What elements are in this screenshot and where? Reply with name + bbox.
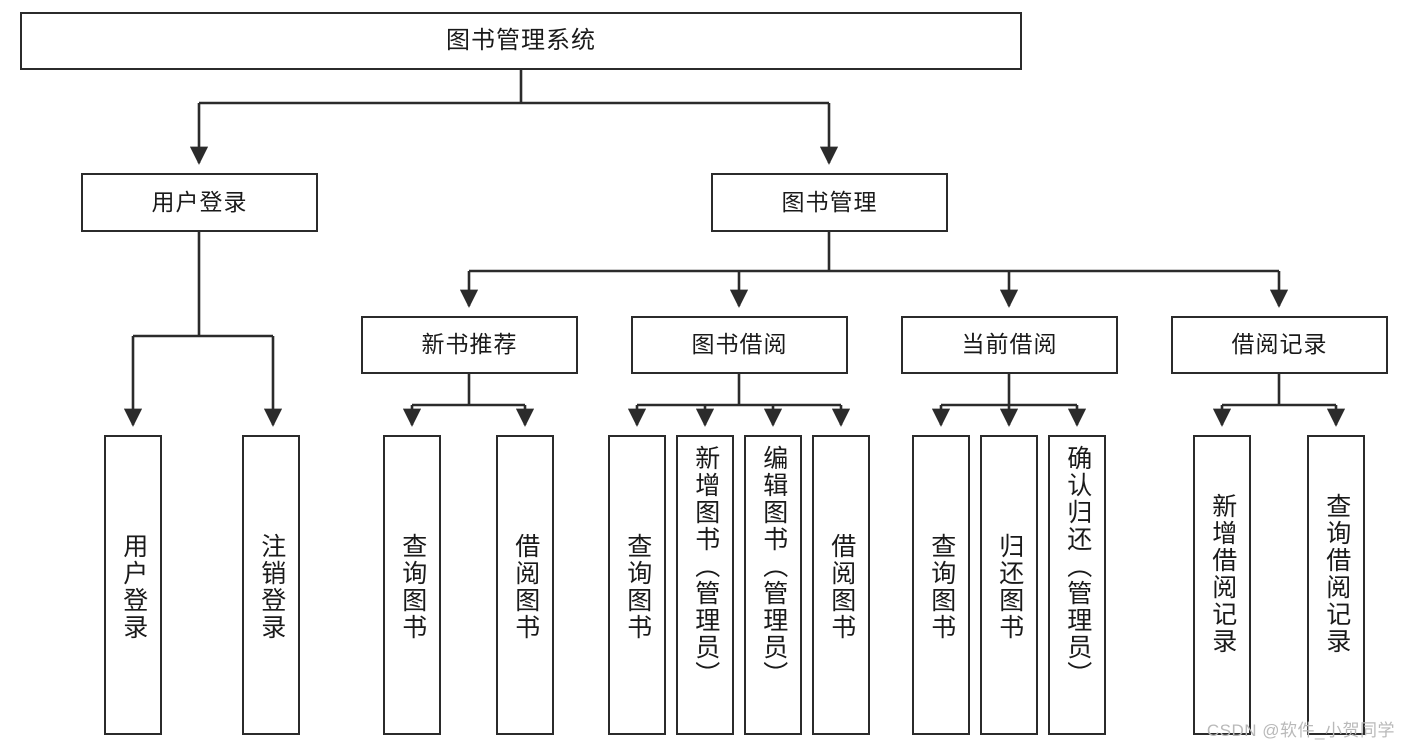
node-label: 编辑图书（管理员） [759,445,788,688]
leaf-query-book-current[interactable]: 查询图书 [912,435,970,735]
leaf-confirm-return-admin[interactable]: 确认归还（管理员） [1048,435,1106,735]
node-label: 新书推荐 [421,331,518,358]
node-label: 借阅记录 [1231,331,1328,358]
node-current-borrow[interactable]: 当前借阅 [901,316,1118,374]
leaf-query-book-recommend[interactable]: 查询图书 [383,435,441,735]
node-label: 查询图书 [623,533,652,641]
node-label: 图书借阅 [691,331,788,358]
leaf-add-borrow-record[interactable]: 新增借阅记录 [1193,435,1251,735]
node-label: 新增借阅记录 [1208,493,1237,655]
node-user-login[interactable]: 用户登录 [81,173,318,232]
node-label: 用户登录 [119,533,148,641]
node-label: 查询借阅记录 [1322,493,1351,655]
leaf-query-book-borrow[interactable]: 查询图书 [608,435,666,735]
leaf-add-book-admin[interactable]: 新增图书（管理员） [676,435,734,735]
node-label: 查询图书 [398,533,427,641]
node-label: 新增图书（管理员） [691,445,720,688]
node-new-book-recommend[interactable]: 新书推荐 [361,316,578,374]
leaf-logout[interactable]: 注销登录 [242,435,300,735]
leaf-query-borrow-record[interactable]: 查询借阅记录 [1307,435,1365,735]
node-label: 用户登录 [151,188,248,215]
node-book-management[interactable]: 图书管理 [711,173,948,232]
node-label: 图书管理系统 [446,26,596,54]
node-label: 注销登录 [257,533,286,641]
csdn-watermark: CSDN @软件_小贺同学 [1206,721,1395,740]
node-root-book-management-system[interactable]: 图书管理系统 [20,12,1022,70]
node-label: 借阅图书 [511,533,540,641]
node-borrow-record[interactable]: 借阅记录 [1171,316,1388,374]
leaf-borrow-book-recommend[interactable]: 借阅图书 [496,435,554,735]
leaf-return-book[interactable]: 归还图书 [980,435,1038,735]
leaf-user-login[interactable]: 用户登录 [104,435,162,735]
node-label: 归还图书 [995,533,1024,641]
node-book-borrow[interactable]: 图书借阅 [631,316,848,374]
node-label: 图书管理 [781,188,878,215]
node-label: 确认归还（管理员） [1063,445,1092,688]
leaf-edit-book-admin[interactable]: 编辑图书（管理员） [744,435,802,735]
leaf-borrow-book[interactable]: 借阅图书 [812,435,870,735]
node-label: 查询图书 [927,533,956,641]
node-label: 借阅图书 [827,533,856,641]
node-label: 当前借阅 [961,331,1058,358]
